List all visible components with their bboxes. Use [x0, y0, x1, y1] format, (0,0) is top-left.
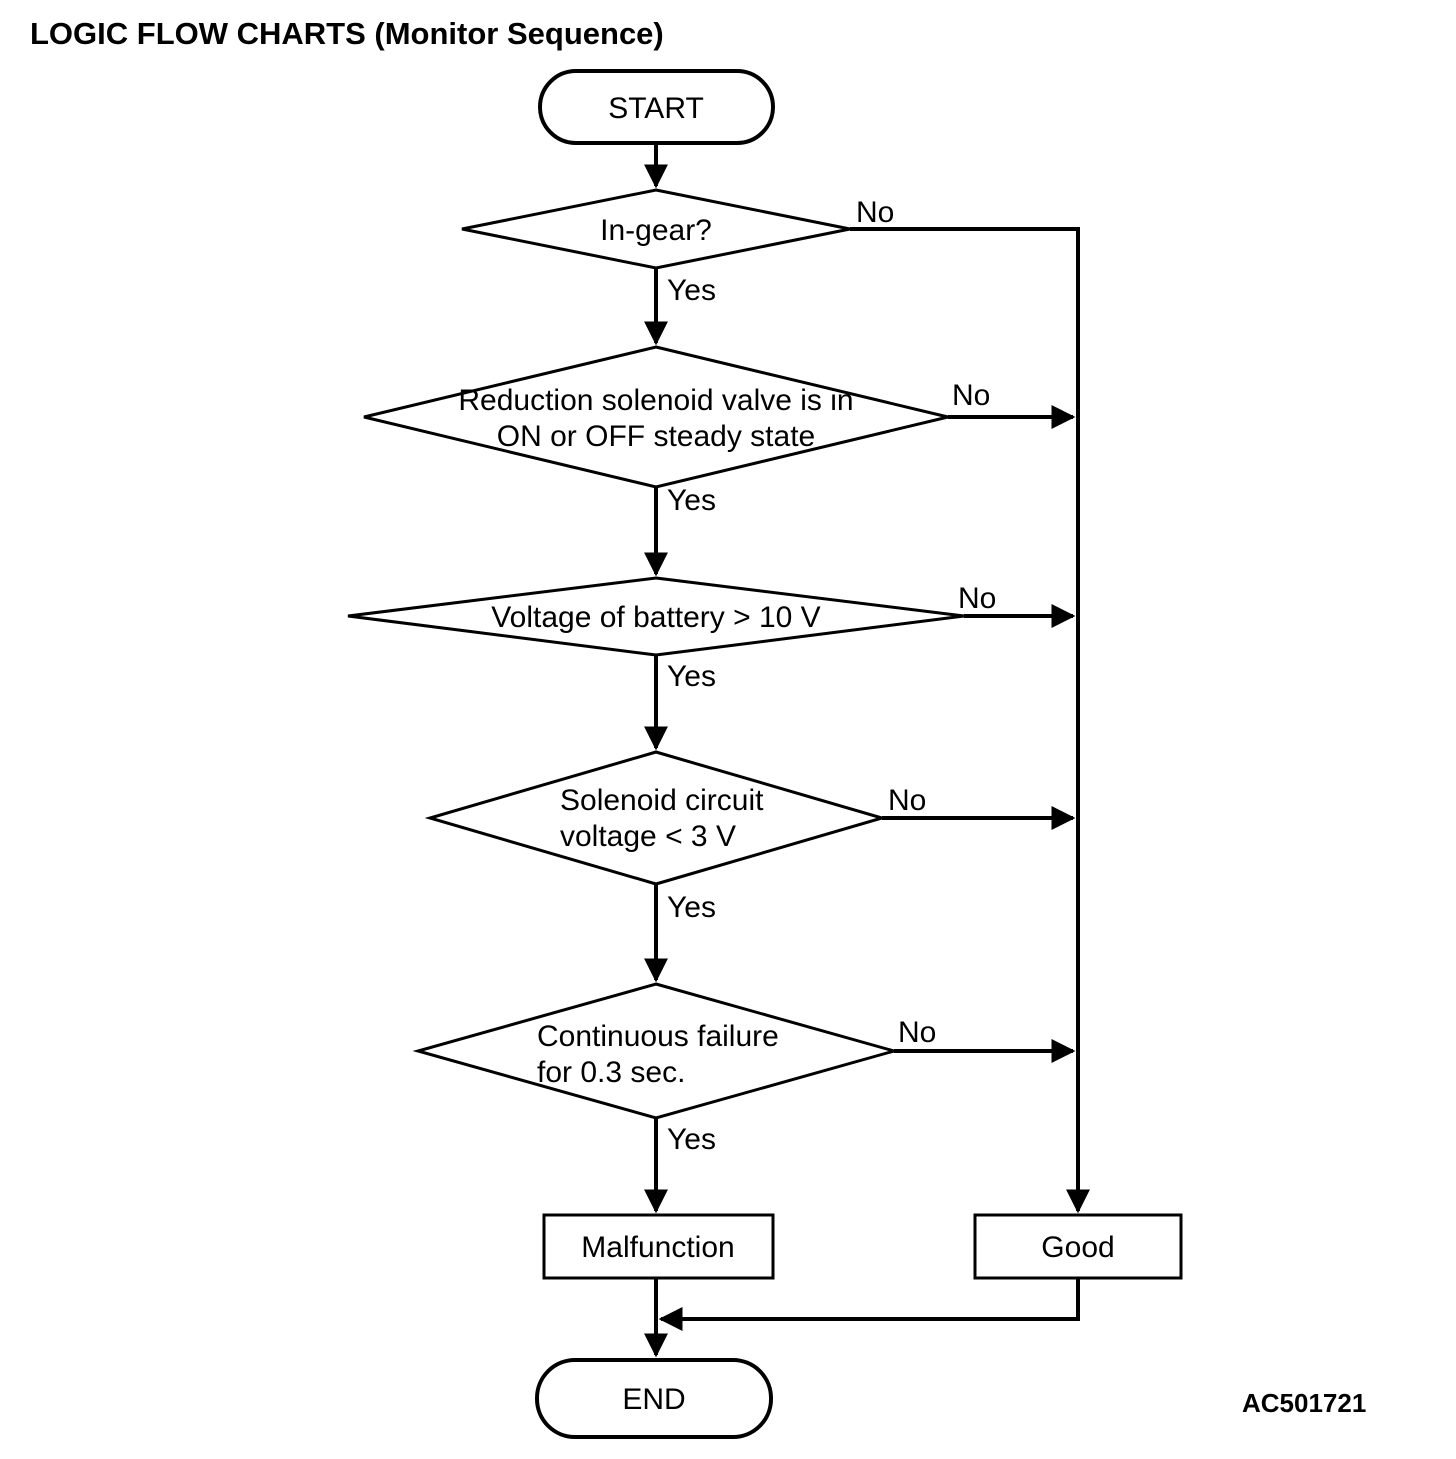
connector-decision-1-no-rail-to-good	[850, 227, 1090, 1214]
decision-solenoid-circuit-voltage-yes-label: Yes	[667, 891, 716, 924]
decision-reduction-solenoid-no-label: No	[952, 379, 990, 412]
figure-code: AC501721	[1242, 1388, 1366, 1418]
decision-in-gear-label: In-gear?	[600, 214, 712, 247]
malfunction-label: Malfunction	[581, 1231, 734, 1264]
connector-good-to-merge	[658, 1278, 1080, 1331]
decision-continuous-failure	[412, 982, 900, 1120]
decision-solenoid-circuit-voltage-label-line-2: voltage < 3 V	[560, 820, 736, 853]
decision-battery-voltage	[347, 576, 965, 657]
decision-solenoid-circuit-voltage	[424, 750, 888, 886]
decision-battery-voltage-yes-label: Yes	[667, 660, 716, 693]
end-terminal	[535, 1358, 773, 1439]
decision-in-gear	[461, 188, 851, 270]
decision-reduction-solenoid-label-line-2: ON or OFF steady state	[497, 420, 815, 453]
decision-solenoid-circuit-voltage-label-line-1: Solenoid circuit	[560, 784, 764, 817]
page-title: LOGIC FLOW CHARTS (Monitor Sequence)	[30, 16, 664, 51]
end-label: END	[622, 1383, 685, 1416]
good-label: Good	[1041, 1231, 1114, 1264]
decision-continuous-failure-no-label: No	[898, 1016, 936, 1049]
decision-reduction-solenoid-label-line-1: Reduction solenoid valve is in	[458, 384, 853, 417]
decision-continuous-failure-yes-label: Yes	[667, 1123, 716, 1156]
decision-reduction-solenoid	[363, 345, 949, 489]
decision-in-gear-no-label: No	[856, 196, 894, 229]
decision-battery-voltage-no-label: No	[958, 582, 996, 615]
good-box	[973, 1213, 1183, 1280]
start-terminal	[538, 69, 775, 145]
decision-continuous-failure-label-line-2: for 0.3 sec.	[537, 1056, 685, 1089]
decision-reduction-solenoid-yes-label: Yes	[667, 484, 716, 517]
malfunction-box	[542, 1213, 775, 1280]
decision-battery-voltage-label: Voltage of battery > 10 V	[491, 601, 820, 634]
decision-solenoid-circuit-voltage-no-label: No	[888, 784, 926, 817]
start-label: START	[608, 92, 704, 125]
decision-in-gear-yes-label: Yes	[667, 274, 716, 307]
decision-continuous-failure-label-line-1: Continuous failure	[537, 1020, 779, 1053]
